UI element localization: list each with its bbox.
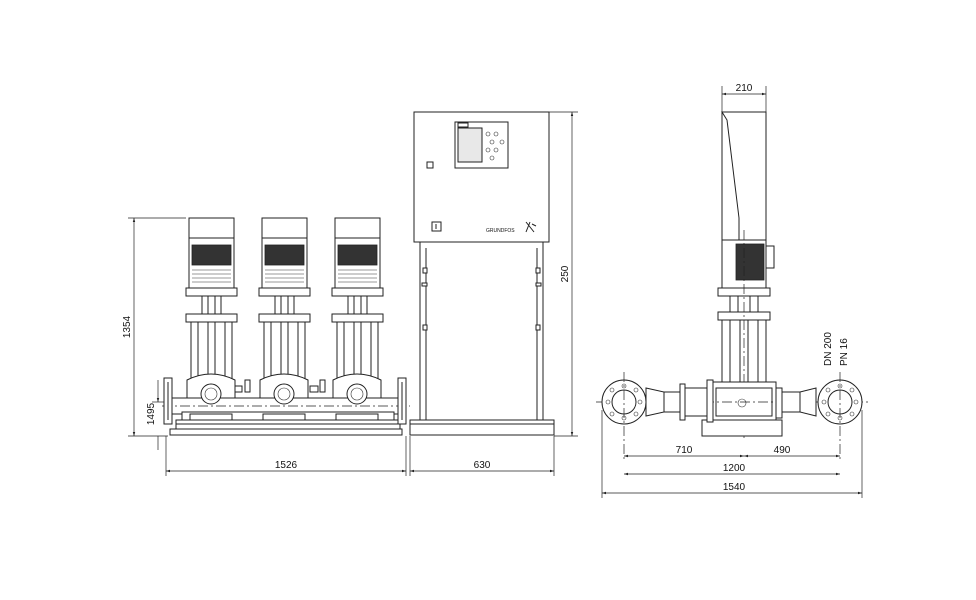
dim-cabinet-width: 630 xyxy=(474,460,491,471)
dim-side-depth: 210 xyxy=(736,83,753,94)
pipe-nominal-diameter: DN 200 xyxy=(823,332,834,366)
dim-pipe-height: 1495 xyxy=(146,402,157,425)
controller-display xyxy=(457,127,483,163)
dimension-lines xyxy=(128,86,863,498)
cabinet-stand xyxy=(419,241,544,421)
pump-1-chamber xyxy=(190,321,233,381)
dim-total-height: 1354 xyxy=(122,315,133,338)
pump-3 xyxy=(331,217,384,421)
side-cabinet-profile xyxy=(721,111,767,241)
grundfos-logo: GRUNDFOS xyxy=(486,228,515,234)
dim-station-width: 1526 xyxy=(275,460,298,471)
cabinet-base xyxy=(409,419,555,436)
pipe-pressure-rating: PN 16 xyxy=(839,338,850,366)
pump-2 xyxy=(258,217,311,421)
control-cabinet: GRUNDFOS xyxy=(409,111,555,436)
dim-flange-span: 1200 xyxy=(723,463,746,474)
dim-left-to-center: 710 xyxy=(676,445,693,456)
dim-cabinet-height: 250 xyxy=(560,265,571,282)
side-view xyxy=(596,111,868,460)
grundfos-logo-mark xyxy=(525,221,537,233)
pump-1 xyxy=(185,217,238,421)
dim-center-to-right: 490 xyxy=(774,445,791,456)
pump-1-motor-top xyxy=(188,217,235,239)
pump-1-coupling xyxy=(201,295,222,315)
front-view-pump-station xyxy=(162,217,410,436)
dim-overall-width: 1540 xyxy=(723,482,746,493)
